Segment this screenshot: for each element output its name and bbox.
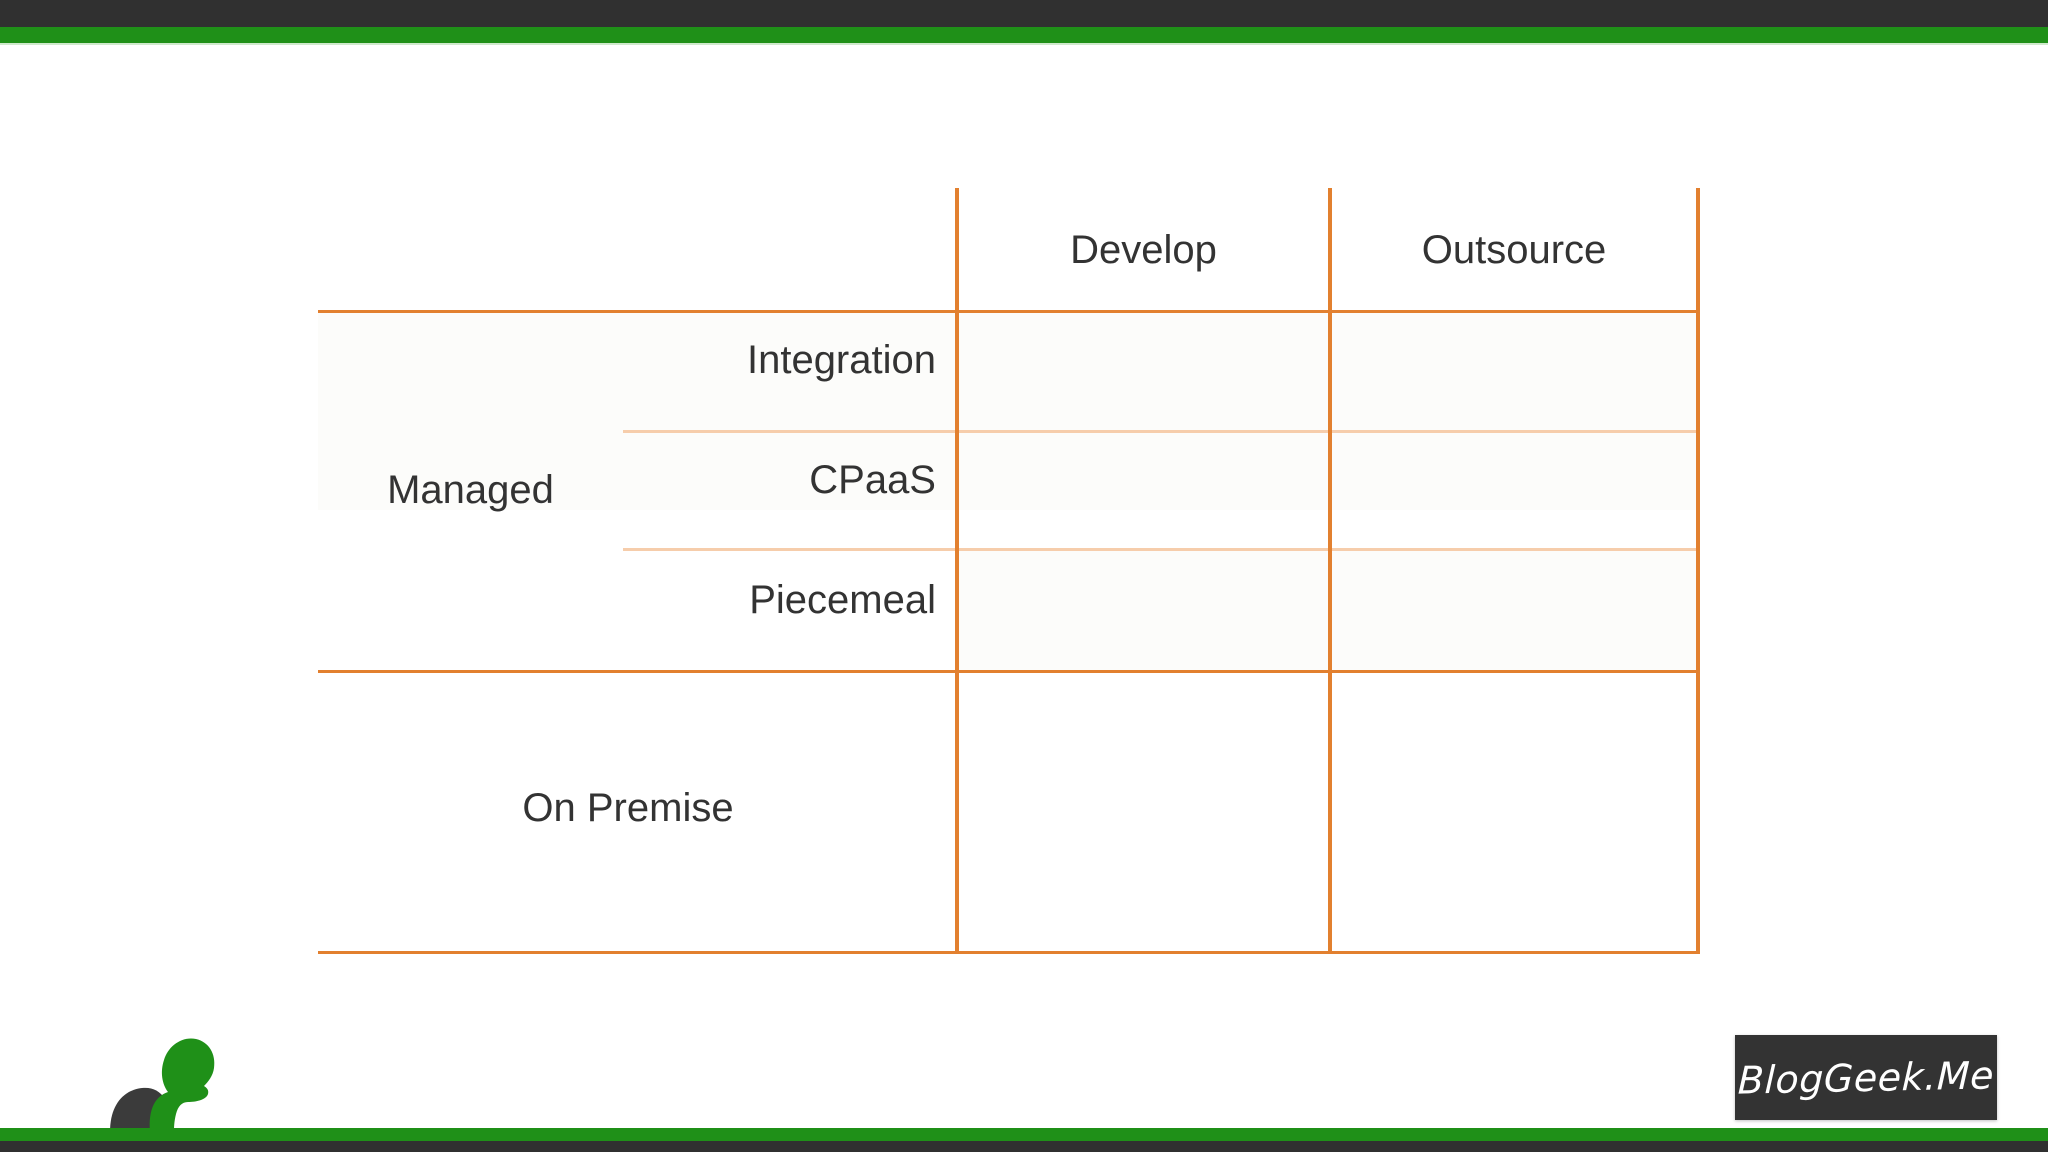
comparison-matrix: Develop Outsource Managed Integration CP… bbox=[318, 188, 1700, 954]
cell-managed-piecemeal-develop[interactable] bbox=[959, 551, 1328, 670]
rule-col-outsource-left bbox=[1328, 188, 1332, 954]
column-header-develop: Develop bbox=[1070, 228, 1217, 272]
rule-table-bottom bbox=[318, 951, 1700, 954]
rule-cpaas-piecemeal bbox=[623, 548, 1700, 551]
bloggeek-logo-text: BlogGeek.Me bbox=[1737, 1052, 1995, 1103]
rule-col-develop-left bbox=[955, 188, 959, 954]
person-silhouette-icon bbox=[108, 1032, 248, 1132]
row-group-label-on-premise: On Premise bbox=[522, 786, 734, 830]
cell-tint-piecemeal-row bbox=[955, 551, 1696, 671]
cell-on-premise-outsource[interactable] bbox=[1332, 673, 1696, 951]
row-label-cpaas: CPaaS bbox=[809, 458, 936, 502]
cell-managed-integration-develop[interactable] bbox=[959, 313, 1328, 431]
row-label-integration: Integration bbox=[746, 338, 936, 382]
rule-managed-onpremise bbox=[318, 670, 1700, 673]
top-hairline bbox=[0, 43, 2048, 45]
rule-col-outsource-right bbox=[1696, 188, 1700, 954]
cell-managed-cpaas-outsource[interactable] bbox=[1332, 433, 1696, 548]
cell-tint-managed-block bbox=[318, 313, 1696, 510]
cell-managed-integration-outsource[interactable] bbox=[1332, 313, 1696, 431]
top-dark-bar bbox=[0, 0, 2048, 27]
bloggeek-logo[interactable]: BlogGeek.Me bbox=[1735, 1035, 1997, 1120]
column-header-outsource: Outsource bbox=[1421, 228, 1607, 272]
rule-integration-cpaas bbox=[623, 430, 1700, 433]
cell-managed-piecemeal-outsource[interactable] bbox=[1332, 551, 1696, 670]
rule-under-header bbox=[318, 310, 1700, 313]
bottom-dark-bar bbox=[0, 1141, 2048, 1152]
cell-on-premise-develop[interactable] bbox=[959, 673, 1328, 951]
top-green-bar bbox=[0, 27, 2048, 43]
bottom-green-bar bbox=[0, 1128, 2048, 1141]
row-label-piecemeal: Piecemeal bbox=[749, 578, 936, 622]
cell-managed-cpaas-develop[interactable] bbox=[959, 433, 1328, 548]
row-group-label-managed: Managed bbox=[387, 468, 554, 512]
